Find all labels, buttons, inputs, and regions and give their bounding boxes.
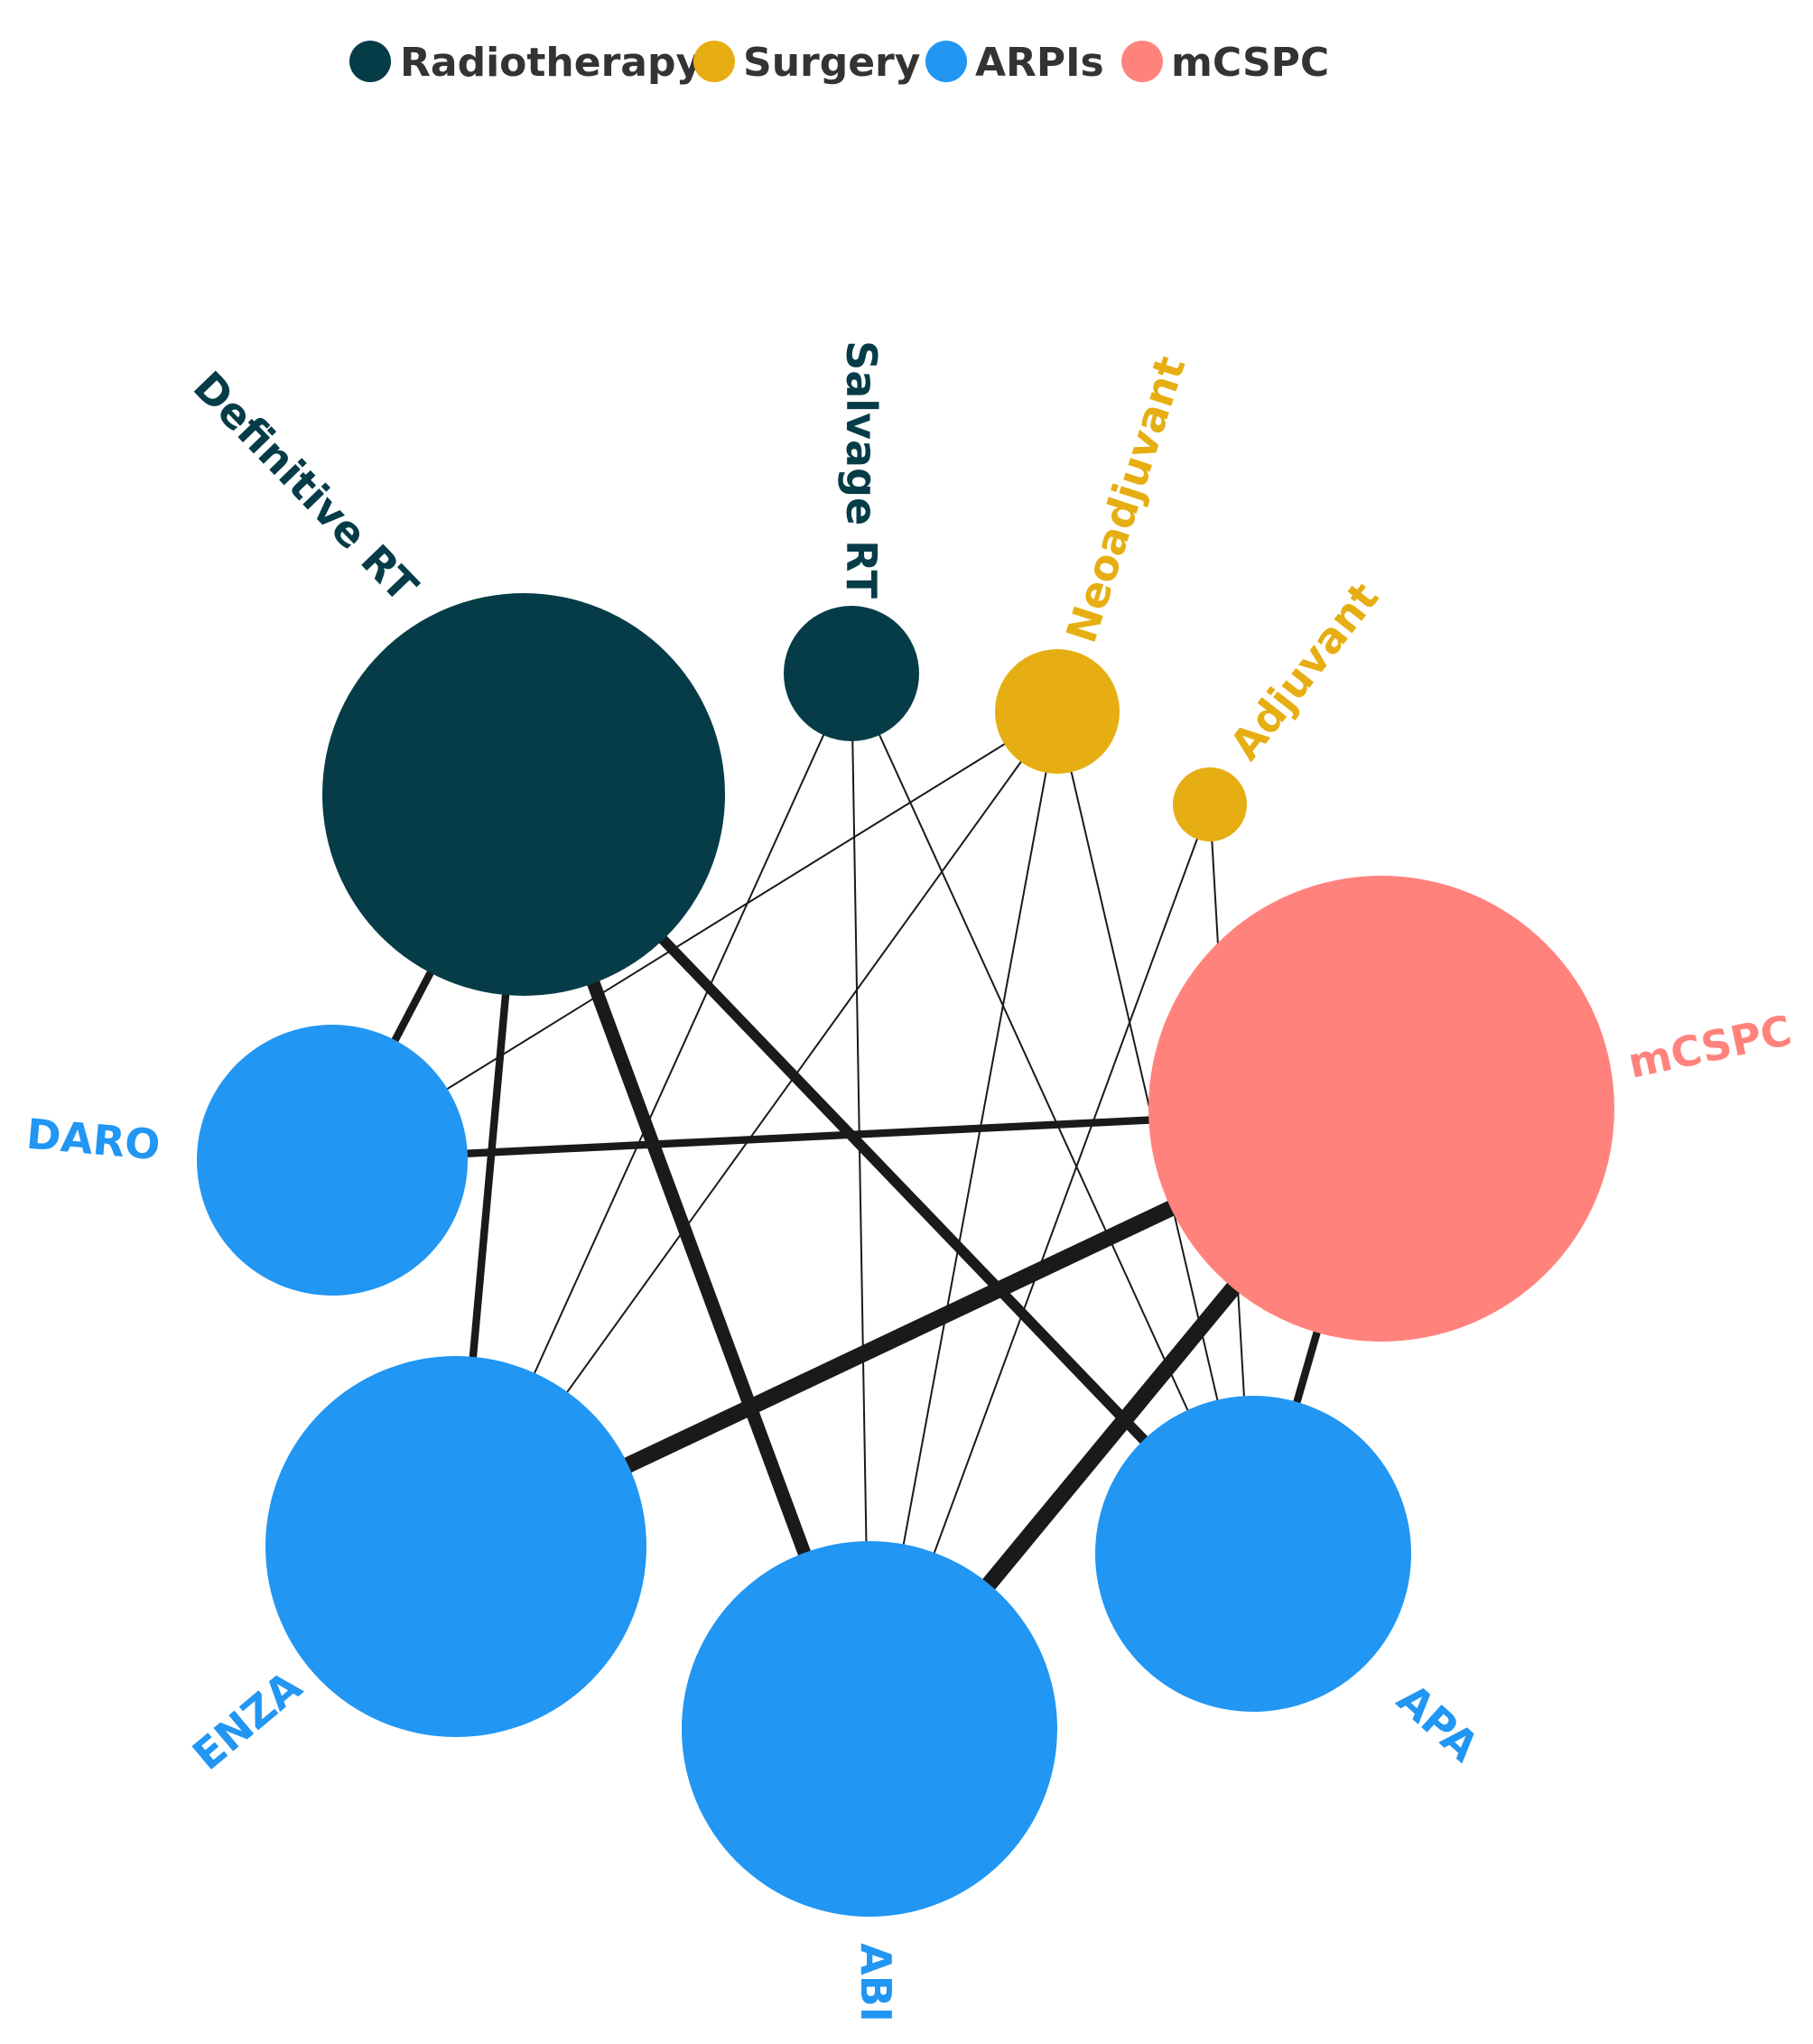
node-definitive-rt (322, 593, 725, 996)
node-abi (682, 1541, 1057, 1917)
node-label-definitive-rt: Definitive RT (184, 362, 428, 612)
edge-neoadjuvant-daro (331, 711, 1058, 1161)
node-label-daro: DARO (24, 1110, 162, 1170)
node-label-mcspc: mCSPC (1623, 1006, 1795, 1088)
legend-item-arpis: ARPIs (925, 40, 1104, 86)
node-label-abi: ABI (851, 1943, 900, 2022)
legend-item-mcspc: mCSPC (1121, 40, 1329, 86)
legend-swatch-mcspc (1121, 41, 1163, 82)
legend-label-mcspc: mCSPC (1171, 40, 1329, 86)
node-neoadjuvant (995, 649, 1120, 774)
legend-swatch-surgery (693, 41, 735, 82)
legend-label-arpis: ARPIs (975, 40, 1104, 86)
node-apa (1095, 1396, 1411, 1712)
legend: Radiotherapy Surgery ARPIs mCSPC (349, 40, 1329, 86)
node-enza (265, 1356, 646, 1737)
node-daro (197, 1025, 468, 1296)
legend-swatch-arpis (925, 41, 967, 82)
node-mcspc (1148, 876, 1614, 1342)
node-label-salvage-rt: Salvage RT (837, 340, 886, 599)
node-label-apa: APA (1388, 1674, 1488, 1771)
edge-salvage-rt-apa (851, 673, 1254, 1555)
node-label-adjuvant: Adjuvant (1220, 573, 1388, 769)
node-adjuvant (1173, 767, 1247, 841)
legend-item-radiotherapy: Radiotherapy (349, 40, 702, 86)
legend-swatch-radiotherapy (349, 41, 391, 82)
node-label-enza: ENZA (183, 1661, 311, 1779)
legend-label-surgery: Surgery (743, 40, 920, 86)
node-salvage-rt (784, 606, 919, 741)
legend-item-surgery: Surgery (693, 40, 920, 86)
nodes (197, 593, 1614, 1917)
legend-label-radiotherapy: Radiotherapy (400, 40, 702, 86)
node-label-neoadjuvant: Neoadjuvant (1056, 350, 1195, 648)
